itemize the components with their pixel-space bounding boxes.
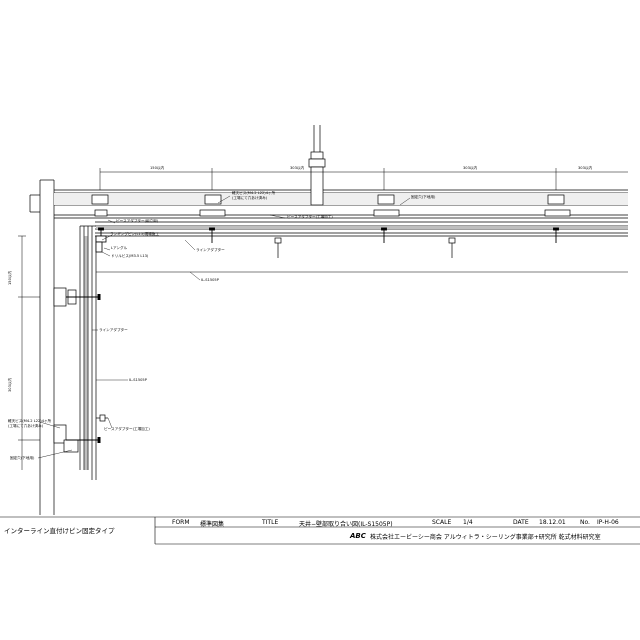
label-lining: ランギングピン(L15)現場施工 [110,232,159,236]
title-block-frame [0,516,640,545]
form-label: FORM [172,519,190,526]
label-clip-top-note: (工場にて穴あけ済み) [232,196,268,200]
ceiling-clips [91,194,571,217]
label-fixing-hole-wall: 固定穴(下地用) [10,456,35,460]
wall-anchor [96,414,108,422]
ceiling-panel-hatch [96,226,628,229]
dim-150: 150以内 [150,166,165,170]
label-drill-screw: ドリルビス(M3.5 L13) [111,254,149,258]
label-line-adapter-h: ラインアダプター [196,248,225,252]
dim-303-c: 303以内 [578,166,593,170]
dim-303-b: 303以内 [463,166,478,170]
label-clip-wall-note: (工場にて穴あけ済み) [8,424,44,428]
label-il-h: IL-S1505P [201,278,219,282]
label-piece-hole-top: ピースアダプター(組立用) [116,219,159,223]
label-clip-top: 軽天ビス(M4.2 L22)4ヶ所 [232,191,276,195]
label-piece-adapter-wall: ピースアダプター(工場加工) [104,427,150,431]
label-line-adapter-v: ラインアダプター [99,328,128,332]
company-name: 株式会社エービーシー商会 アルウィトラ・シーリング事業部+研究所 乾式材料研究室 [370,534,601,541]
label-l-angle: Lアングル [111,246,128,250]
label-clip-wall: 軽天ビス(M4.2 L22)4ヶ所 [8,419,52,423]
anchor-pins [274,237,456,258]
ceiling-slab-hatch [54,193,628,205]
l-angle [95,235,107,253]
date-value: 18.12.01 [539,519,566,526]
label-il-v: IL-S1505P [129,378,147,382]
no-label: No. [580,519,590,526]
title-label: TITLE [262,519,279,526]
dim-v-303: 303以内 [8,377,12,392]
leader-lines [37,195,411,459]
company-logo: ABC [350,532,366,540]
scale-label: SCALE [432,519,452,526]
dim-303-a: 303以内 [290,166,305,170]
drawing-name: インターライン直付けピン固定タイプ [4,527,115,535]
label-piece-adapter-top: ピースアダプター(工場加工) [287,215,333,219]
hanger-rod [308,125,326,206]
wall-column [29,179,55,515]
wall-panel-hatch [84,236,88,470]
ceiling-screws [98,227,559,243]
no-value: IP-H-06 [597,519,619,526]
title-value: 天井−壁部取り合い図(IL-S1505P) [299,521,393,528]
wall-screws [66,294,101,443]
date-label: DATE [513,519,529,526]
dim-v-150: 150以内 [8,270,12,285]
form-value: 標準図集 [200,521,225,528]
horizontal-dimensions [99,168,628,190]
vertical-dimensions [18,235,40,470]
scale-value: 1/4 [463,519,473,526]
wall-panel [79,225,97,480]
label-fixing-hole: 固定穴(下地用) [411,195,436,199]
